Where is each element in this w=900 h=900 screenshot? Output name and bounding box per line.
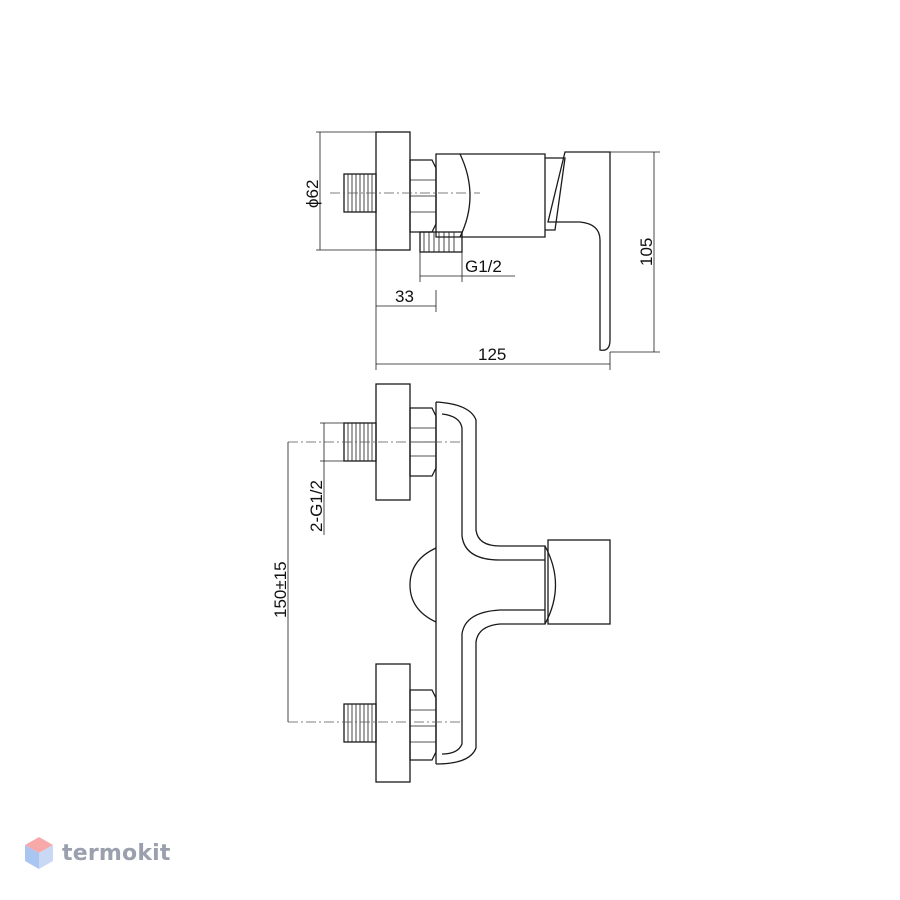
dim-thread-front: 2-G1/2 [307, 480, 326, 532]
lever-handle [547, 151, 611, 351]
watermark: termokit [24, 836, 171, 870]
front-handle [547, 539, 611, 625]
mixer-body [435, 153, 546, 238]
center-bulge [409, 547, 437, 623]
lower-flange [375, 663, 411, 783]
dim-thread-top: G1/2 [465, 257, 502, 276]
watermark-brand: termokit [62, 840, 171, 866]
front-view: 2-G1/2 150±15 [271, 383, 611, 783]
termokit-logo-icon [25, 837, 53, 869]
dim-105: 105 [637, 238, 656, 266]
front-cartridge [544, 545, 557, 625]
front-body-outer [435, 401, 546, 765]
dim-spacing: 150±15 [271, 561, 290, 618]
top-view: ϕ62 G1/2 33 125 105 [303, 131, 660, 370]
cartridge-cap [545, 157, 566, 231]
dim-diameter: ϕ62 [303, 180, 322, 208]
wall-flange [375, 131, 411, 251]
front-body-inner [441, 413, 545, 755]
outlet-thread [419, 231, 463, 253]
body-curve [459, 153, 471, 238]
dim-33: 33 [395, 287, 414, 306]
lower-hex-nut [409, 689, 437, 761]
dim-125: 125 [478, 345, 506, 364]
